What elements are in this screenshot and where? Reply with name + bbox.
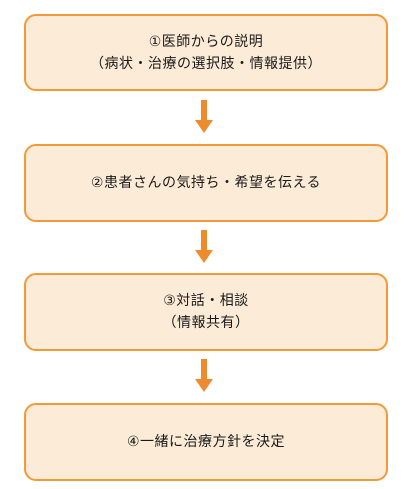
step-4-title: ④一緒に治療方針を決定 — [126, 434, 286, 450]
step-3-subtitle: （情報共有） — [162, 315, 250, 331]
step-2-box: ②患者さんの気持ち・希望を伝える — [24, 144, 388, 222]
step-1-title: ①医師からの説明 — [148, 33, 264, 50]
step-3-box: ③対話・相談 （情報共有） — [24, 273, 388, 351]
step-1-box: ①医師からの説明 （病状・治療の選択肢・情報提供） — [24, 14, 388, 91]
down-arrow-icon — [194, 359, 214, 393]
step-1-subtitle: （病状・治療の選択肢・情報提供） — [90, 55, 322, 72]
down-arrow-icon — [194, 230, 214, 264]
down-arrow-icon — [194, 100, 214, 134]
step-4-box: ④一緒に治療方針を決定 — [24, 403, 388, 481]
step-3-title: ③対話・相談 — [163, 293, 249, 309]
step-2-title: ②患者さんの気持ち・希望を伝える — [90, 175, 322, 191]
